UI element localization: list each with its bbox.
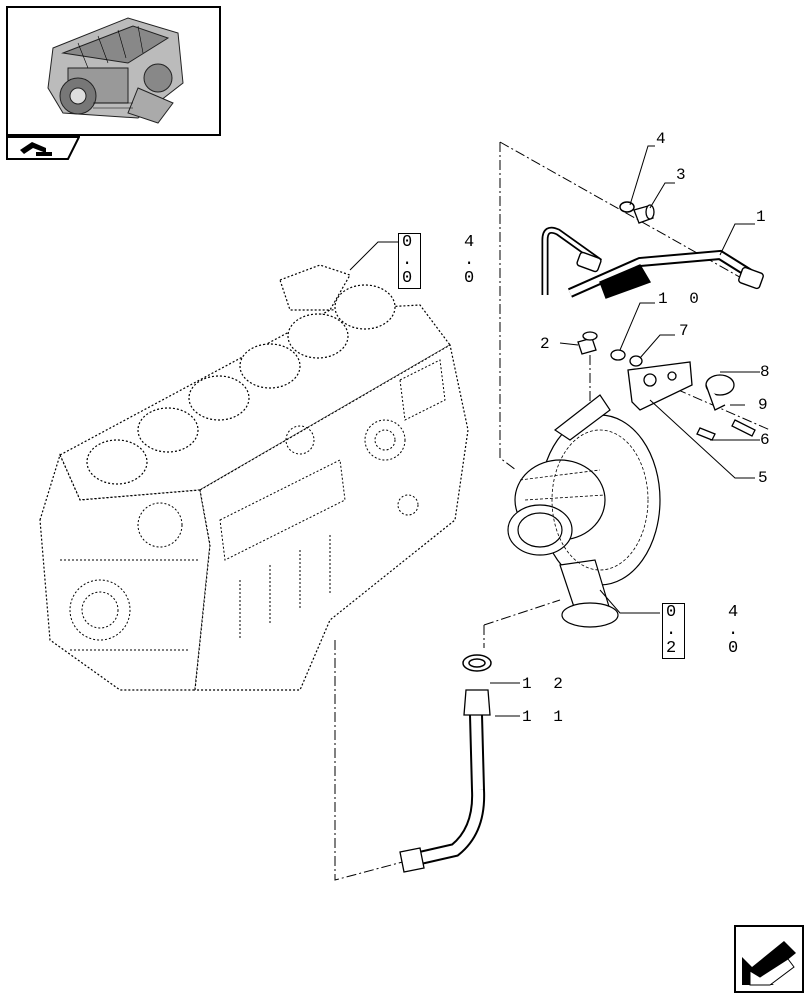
callout-6: 6 bbox=[760, 431, 776, 449]
ref-turbo-tail: 4 . 0 bbox=[728, 603, 744, 658]
turbo-details bbox=[519, 429, 649, 571]
oil-return-pipe bbox=[399, 689, 491, 873]
oil-feed-pipe bbox=[541, 226, 764, 299]
back-arrow-icon[interactable] bbox=[6, 136, 81, 160]
callout-12: 1 2 bbox=[522, 675, 569, 693]
turbocharger bbox=[507, 394, 661, 628]
o-ring-4 bbox=[619, 201, 635, 213]
back-arrow-tab bbox=[6, 136, 81, 160]
engine-thumbnail-drawing bbox=[47, 17, 184, 124]
callout-5: 5 bbox=[758, 469, 774, 487]
washer-10 bbox=[610, 349, 626, 361]
engine-thumbnail[interactable] bbox=[6, 6, 221, 136]
fitting-2 bbox=[577, 331, 598, 355]
callout-8: 8 bbox=[760, 363, 776, 381]
screw-6 bbox=[696, 427, 716, 441]
next-page-arrow-drawing bbox=[742, 941, 796, 986]
callout-7: 7 bbox=[679, 322, 695, 340]
ref-block-box: 0 . 0 bbox=[398, 233, 422, 289]
callout-1: 1 bbox=[756, 208, 772, 226]
callout-4: 4 bbox=[656, 130, 672, 148]
ref-block-tail: 4 . 0 bbox=[464, 233, 480, 288]
gasket-5 bbox=[627, 361, 693, 411]
callout-11: 1 1 bbox=[522, 708, 569, 726]
next-page-arrow-icon[interactable] bbox=[734, 925, 804, 993]
callout-2: 2 bbox=[540, 335, 556, 353]
washer-7 bbox=[629, 355, 643, 367]
flange-8 bbox=[705, 374, 735, 411]
cylinder-bores bbox=[86, 284, 396, 485]
seal-12 bbox=[462, 654, 492, 672]
engine-block bbox=[39, 264, 469, 691]
ref-turbo-box: 0 . 2 bbox=[662, 603, 686, 659]
block-details bbox=[60, 359, 446, 651]
leader-lines bbox=[349, 145, 760, 717]
screw-9 bbox=[731, 419, 756, 437]
callout-9: 9 bbox=[758, 396, 774, 414]
adapter-3 bbox=[633, 204, 655, 224]
callout-10: 1 0 bbox=[658, 290, 705, 308]
callout-3: 3 bbox=[676, 166, 692, 184]
